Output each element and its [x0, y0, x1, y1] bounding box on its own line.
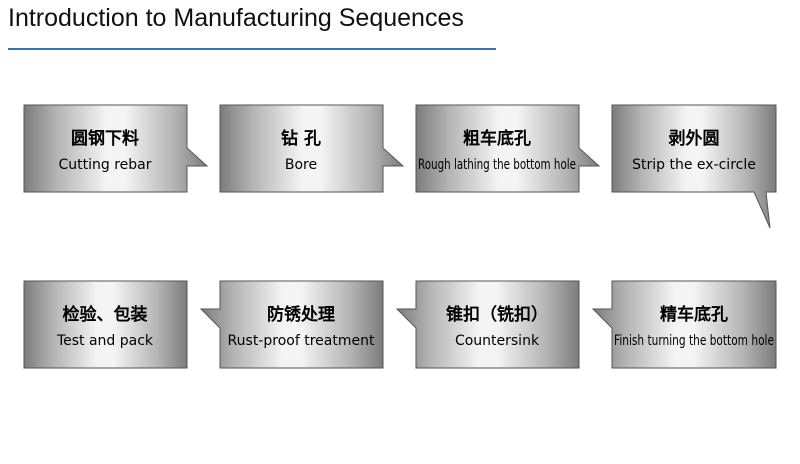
step-label-en: Strip the ex-circle — [632, 157, 756, 173]
page-title: Introduction to Manufacturing Sequences — [8, 4, 464, 32]
step-label-en: Bore — [285, 157, 317, 173]
step-label-zh: 防锈处理 — [267, 304, 335, 325]
step-label-zh: 检验、包装 — [63, 304, 148, 325]
step-finish-turning: 精车底孔 Finish turning the bottom hole — [591, 280, 777, 369]
step-bore: 钻 孔 Bore — [219, 104, 405, 193]
step-rough-lathing: 粗车底孔 Rough lathing the bottom hole — [415, 104, 601, 193]
step-label-en: Countersink — [455, 333, 540, 349]
step-callout-shape — [591, 280, 777, 369]
step-callout-shape — [219, 104, 405, 193]
step-callout-shape — [611, 104, 777, 229]
step-label-zh: 锥扣（铣扣） — [446, 304, 548, 325]
step-label-zh: 圆钢下料 — [71, 128, 139, 149]
step-label-zh: 剥外圆 — [669, 128, 720, 149]
step-label-zh: 钻 孔 — [281, 128, 321, 149]
step-countersink: 锥扣（铣扣） Countersink — [395, 280, 580, 369]
step-label-zh: 粗车底孔 — [463, 128, 531, 149]
step-callout-shape — [23, 104, 209, 193]
step-label-en: Rust-proof treatment — [228, 333, 375, 349]
step-callout-shape — [23, 280, 188, 369]
title-underline — [8, 48, 496, 50]
step-label-en: Finish turning the bottom hole — [614, 333, 774, 349]
step-label-en: Cutting rebar — [58, 157, 151, 173]
step-label-en: Test and pack — [56, 333, 154, 349]
step-callout-shape — [415, 104, 601, 193]
step-rust-proof: 防锈处理 Rust-proof treatment — [199, 280, 384, 369]
step-label-en: Rough lathing the bottom hole — [418, 157, 576, 173]
step-callout-shape — [395, 280, 580, 369]
step-test-and-pack: 检验、包装 Test and pack — [23, 280, 188, 369]
step-callout-shape — [199, 280, 384, 369]
step-cutting-rebar: 圆钢下料 Cutting rebar — [23, 104, 209, 193]
step-label-zh: 精车底孔 — [660, 304, 728, 325]
step-strip-ex-circle: 剥外圆 Strip the ex-circle — [611, 104, 777, 229]
